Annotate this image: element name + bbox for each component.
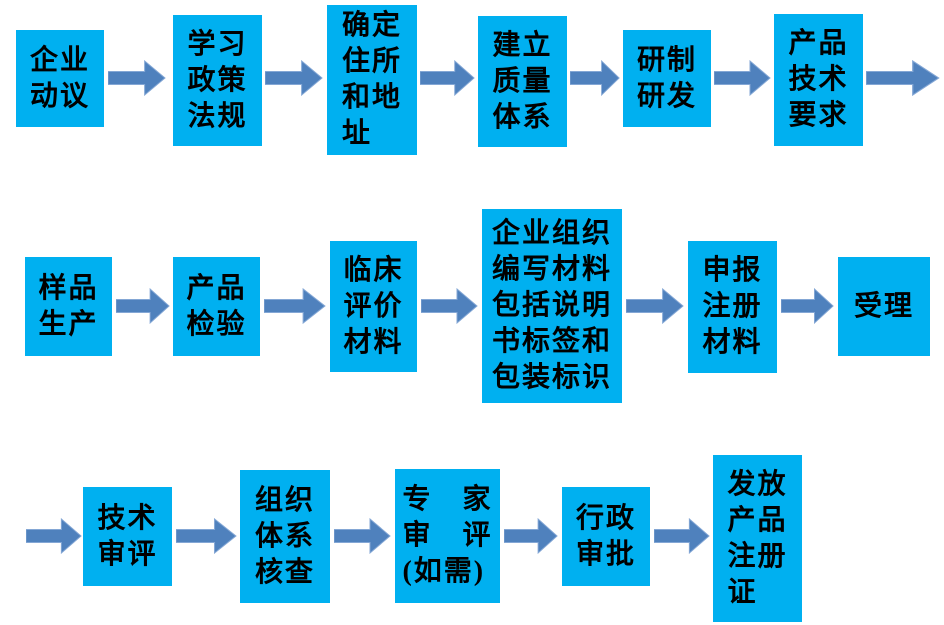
flow-arrow-right-icon [26, 518, 82, 554]
step-acceptance: 受理 [838, 257, 930, 356]
step-label: 企业 动议 [29, 44, 90, 112]
step-label: 发放 产品 注册 证 [727, 468, 788, 608]
step-label: 申报 注册 材料 [702, 255, 763, 358]
step-label: 行政 审批 [575, 502, 636, 570]
flow-arrow-right-icon [265, 60, 323, 96]
flow-arrow-right-icon [108, 60, 166, 96]
step-expert-review-if-needed: 专 家 审 评 (如需) [395, 469, 500, 603]
step-study-policies-regulations: 学习 政策 法规 [173, 15, 262, 146]
step-label: 临床 评价 材料 [343, 254, 404, 358]
step-sample-production: 样品 生产 [25, 257, 112, 356]
step-enterprise-initiative: 企业 动议 [16, 30, 104, 127]
step-label: 产品 检验 [186, 272, 247, 340]
flow-arrow-right-icon [334, 518, 391, 554]
step-compile-application-materials: 企业组织 编写材料 包括说明 书标签和 包装标识 [482, 209, 622, 403]
flow-arrow-right-icon [264, 288, 326, 324]
flow-arrow-right-icon [176, 518, 237, 554]
step-organization-system-inspection: 组织 体系 核查 [240, 470, 330, 603]
step-research-development: 研制 研发 [623, 30, 711, 127]
flow-arrow-right-icon [626, 288, 684, 324]
step-label: 专 家 审 评 (如需) [402, 484, 493, 587]
step-label: 建立 质量 体系 [492, 29, 553, 133]
flow-arrow-right-icon [570, 60, 620, 96]
flow-arrow-right-icon [866, 60, 940, 96]
step-issue-product-registration-certificate: 发放 产品 注册 证 [713, 455, 802, 622]
step-product-inspection: 产品 检验 [173, 257, 260, 356]
step-clinical-evaluation-materials: 临床 评价 材料 [330, 241, 417, 372]
step-label: 企业组织 编写材料 包括说明 书标签和 包装标识 [491, 218, 612, 393]
flow-arrow-right-icon [504, 518, 558, 554]
step-label: 受理 [853, 290, 914, 322]
step-product-technical-requirements: 产品 技术 要求 [774, 14, 863, 146]
flow-arrow-right-icon [781, 288, 834, 324]
step-label: 产品 技术 要求 [788, 28, 849, 131]
step-label: 技术 审评 [97, 502, 158, 570]
step-technical-review: 技术 审评 [83, 487, 172, 586]
step-label: 组织 体系 核查 [254, 484, 315, 588]
flow-arrow-right-icon [420, 60, 475, 96]
flow-arrow-right-icon [654, 518, 710, 554]
step-establish-quality-system: 建立 质量 体系 [478, 16, 567, 147]
flow-arrow-right-icon [421, 288, 478, 324]
flow-arrow-right-icon [116, 288, 170, 324]
step-determine-premises-address: 确定 住所 和地 址 [327, 5, 417, 155]
step-label: 研制 研发 [636, 44, 697, 112]
step-label: 学习 政策 法规 [187, 28, 248, 132]
step-submit-registration-materials: 申报 注册 材料 [688, 241, 777, 373]
step-label: 样品 生产 [38, 272, 99, 340]
step-administrative-approval: 行政 审批 [562, 487, 650, 586]
step-label: 确定 住所 和地 址 [341, 10, 402, 149]
flow-arrow-right-icon [714, 60, 771, 96]
